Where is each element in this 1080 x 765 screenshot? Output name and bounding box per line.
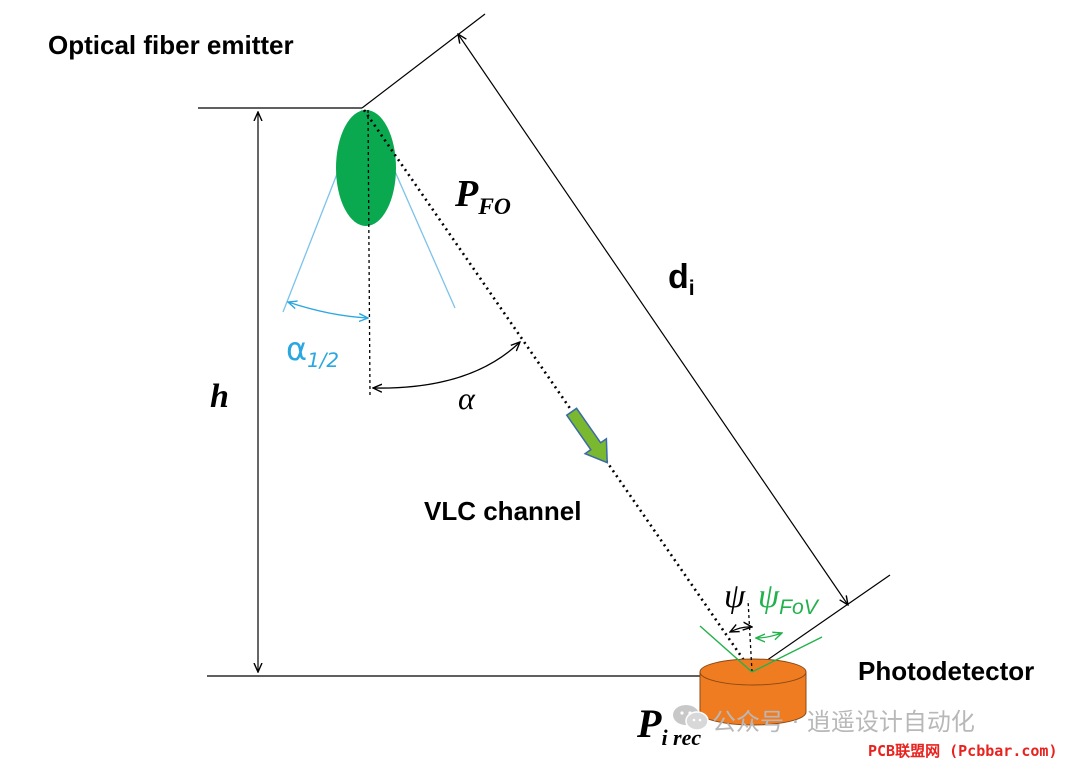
vlc-link-line bbox=[362, 109, 754, 673]
incidence-angle-label: ψ bbox=[724, 578, 746, 615]
vlc-channel-label: VLC channel bbox=[424, 496, 582, 526]
half-angle-label: α1/2 bbox=[286, 330, 340, 372]
emitter-baseline bbox=[361, 13, 486, 109]
watermark-text: 公众号 · 逍遥设计自动化 bbox=[712, 708, 975, 736]
height-label: h bbox=[210, 378, 229, 415]
emitter-title: Optical fiber emitter bbox=[48, 30, 294, 60]
emitter-lens bbox=[336, 110, 396, 226]
power-fo-label: PFO bbox=[455, 173, 511, 221]
fov-right-edge bbox=[751, 636, 823, 673]
detector-normal bbox=[747, 599, 753, 673]
irradiance-angle-arc bbox=[373, 342, 520, 388]
channel-direction-arrow bbox=[565, 407, 608, 464]
fov-left-edge bbox=[699, 625, 753, 673]
photodetector-label: Photodetector bbox=[858, 656, 1035, 686]
wechat-icon bbox=[673, 705, 709, 731]
watermark-site: PCB联盟网 (Pcbbar.com) bbox=[868, 742, 1058, 760]
detector-baseline bbox=[749, 574, 891, 673]
fov-label: ψFoV bbox=[758, 578, 818, 620]
fov-angle-arc bbox=[756, 633, 782, 638]
distance-label: di bbox=[668, 258, 695, 301]
incidence-angle-arc bbox=[730, 627, 752, 632]
half-angle-arc bbox=[288, 302, 368, 318]
irradiance-angle-label: α bbox=[458, 380, 475, 416]
received-power-label: Pi rec bbox=[637, 701, 702, 750]
distance-dimension-arrow bbox=[458, 34, 848, 605]
